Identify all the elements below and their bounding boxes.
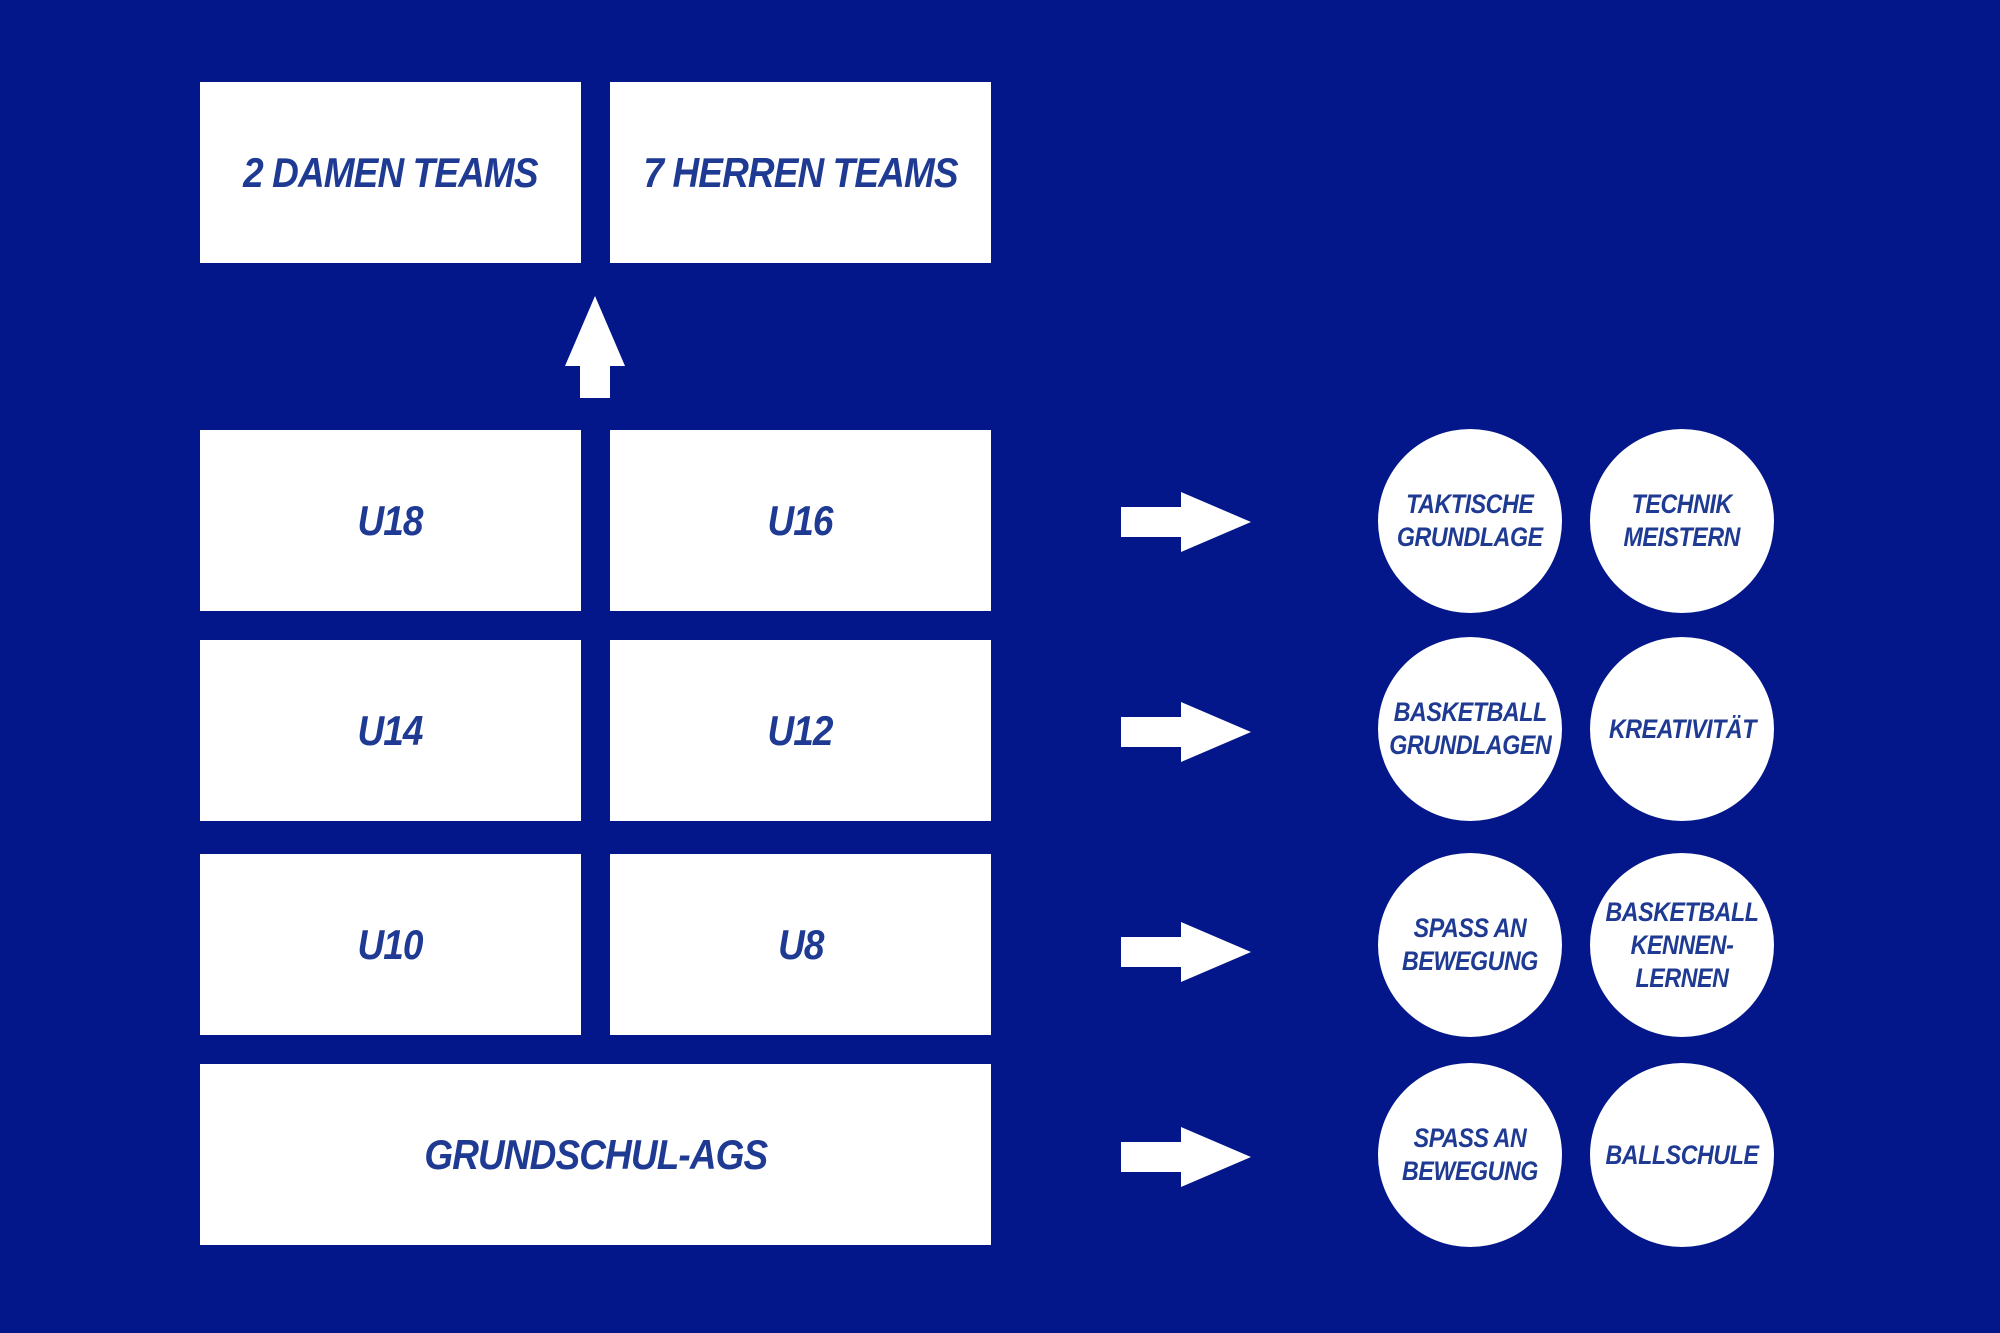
right-arrow-icon <box>1121 922 1251 982</box>
goal-circle: TAKTISCHE GRUNDLAGE <box>1378 429 1562 613</box>
team-box-u12: U12 <box>610 640 991 821</box>
goal-circle: SPASS AN BEWEGUNG <box>1378 853 1562 1037</box>
team-box-u16: U16 <box>610 430 991 611</box>
box-label: 2 DAMEN TEAMS <box>243 148 538 196</box>
goal-label: TECHNIK MEISTERN <box>1623 489 1741 552</box>
senior-team-box-herren: 7 HERREN TEAMS <box>610 82 991 263</box>
goal-label: SPASS AN BEWEGUNG <box>1402 1123 1538 1186</box>
box-label: GRUNDSCHUL-AGS <box>424 1130 768 1178</box>
senior-team-box-damen: 2 DAMEN TEAMS <box>200 82 581 263</box>
box-label: U14 <box>357 706 424 754</box>
goal-label: BASKETBALL KENNEN- LERNEN <box>1605 896 1759 993</box>
goal-circle: BALLSCHULE <box>1590 1063 1774 1247</box>
team-box-u10: U10 <box>200 854 581 1035</box>
goal-label: BALLSCHULE <box>1605 1139 1759 1170</box>
goal-circle: TECHNIK MEISTERN <box>1590 429 1774 613</box>
goal-circle: KREATIVITÄT <box>1590 637 1774 821</box>
goal-circle: BASKETBALL GRUNDLAGEN <box>1378 637 1562 821</box>
box-label: U12 <box>767 706 834 754</box>
box-label: 7 HERREN TEAMS <box>643 148 958 196</box>
goal-label: KREATIVITÄT <box>1608 713 1756 744</box>
box-label: U8 <box>777 920 824 968</box>
team-box-u14: U14 <box>200 640 581 821</box>
right-arrow-icon <box>1121 1127 1251 1187</box>
box-label: U16 <box>767 496 834 544</box>
right-arrow-icon <box>1121 702 1251 762</box>
team-box-u18: U18 <box>200 430 581 611</box>
goal-label: TAKTISCHE GRUNDLAGE <box>1397 489 1543 552</box>
goal-circle: SPASS AN BEWEGUNG <box>1378 1063 1562 1247</box>
goal-circle: BASKETBALL KENNEN- LERNEN <box>1590 853 1774 1037</box>
team-box-grundschul-ags: GRUNDSCHUL-AGS <box>200 1064 991 1245</box>
team-box-u8: U8 <box>610 854 991 1035</box>
box-label: U18 <box>357 496 424 544</box>
right-arrow-icon <box>1121 492 1251 552</box>
goal-label: SPASS AN BEWEGUNG <box>1402 913 1538 976</box>
up-arrow-icon <box>565 296 625 398</box>
goal-label: BASKETBALL GRUNDLAGEN <box>1388 697 1552 760</box>
box-label: U10 <box>357 920 424 968</box>
